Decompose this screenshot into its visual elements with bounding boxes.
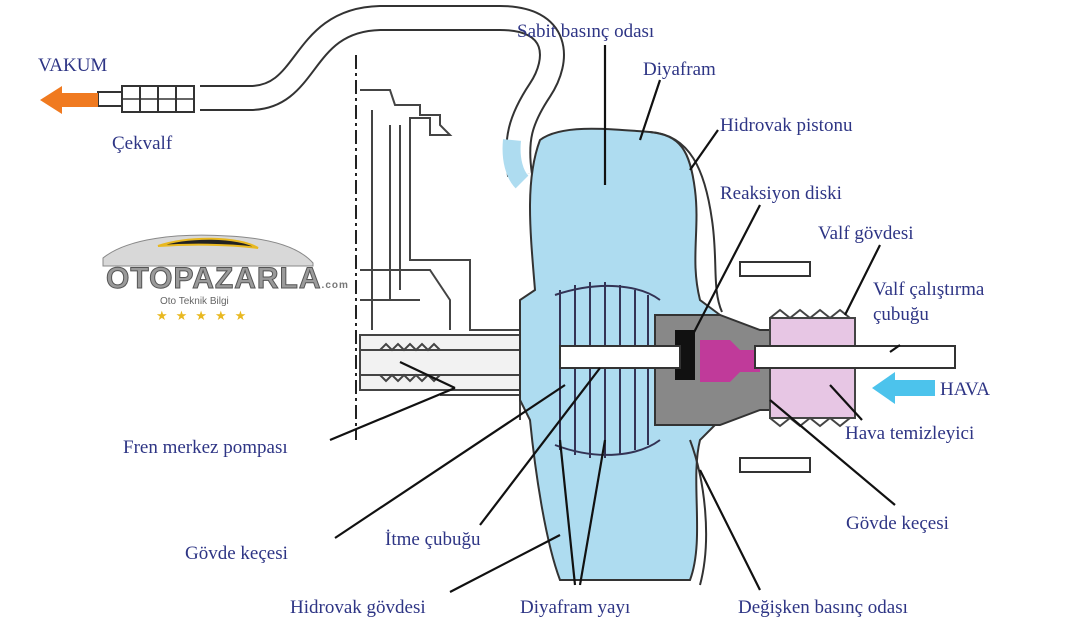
label-reaksiyon-diski: Reaksiyon diski [720,183,842,204]
vacuum-arrow [40,86,98,114]
otopazarla-logo: OTOPAZARLA.com Oto Teknik Bilgi ★★★★★ [98,228,348,328]
check-valve [97,85,195,113]
leader-lines [329,45,901,593]
label-valf-calistirma: Valf çalıştırma [873,279,985,300]
label-vakum: VAKUM [38,55,108,76]
logo-suffix: .com [321,280,349,291]
label-sabit-basinc-odasi: Sabit basınç odası [517,21,655,42]
logo-tagline: Oto Teknik Bilgi [160,296,229,307]
air-arrow [872,372,935,404]
label-diyafram: Diyafram [643,59,716,80]
label-hidrovak-govdesi: Hidrovak gövdesi [290,597,426,618]
car-silhouette-icon [102,234,314,267]
push-rod [559,345,681,369]
label-hidrovak-pistonu: Hidrovak pistonu [720,115,853,136]
label-valf-calistirma-cubugu: çubuğu [873,304,929,325]
label-valf-govdesi: Valf gövdesi [818,223,914,244]
label-hava-temizleyici: Hava temizleyici [845,423,975,444]
label-fren-merkez-pompasi: Fren merkez pompası [123,437,288,458]
diaphragm-spring [554,282,661,458]
logo-stars: ★★★★★ [156,308,255,323]
label-itme-cubugu: İtme çubuğu [385,529,481,550]
label-govde-kecesi-left: Gövde keçesi [185,543,288,564]
valve-plunger [700,340,760,382]
label-cekvalf: Çekvalf [112,133,173,154]
label-diyafram-yayi: Diyafram yayı [520,597,631,618]
valve-operating-rod [754,345,956,369]
master-cylinder [359,89,551,430]
logo-name: OTOPAZARLA [106,262,322,296]
label-hava: HAVA [940,379,990,400]
label-degisken-basinc-odasi: Değişken basınç odası [738,597,908,618]
label-govde-kecesi-right: Gövde keçesi [846,513,949,534]
